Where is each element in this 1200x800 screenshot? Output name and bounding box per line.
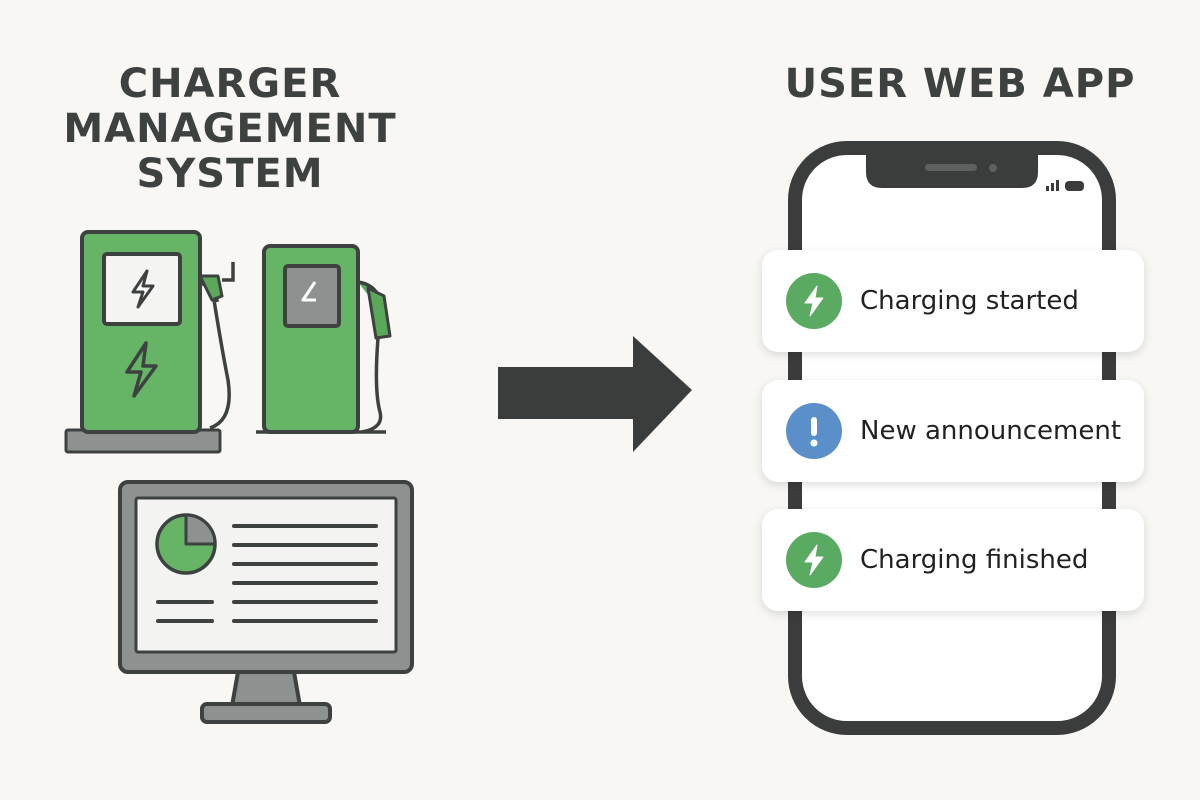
charger-management-system-title: CHARGER MANAGEMENT SYSTEM [30, 62, 430, 196]
notification-label: Charging finished [860, 545, 1089, 575]
lightning-bolt-icon [786, 532, 842, 588]
notification-card-charging-started[interactable]: Charging started [762, 250, 1144, 352]
exclamation-icon [786, 403, 842, 459]
title-line-3: SYSTEM [136, 150, 324, 197]
title-line-2: MANAGEMENT [63, 105, 397, 152]
notification-card-charging-finished[interactable]: Charging finished [762, 509, 1144, 611]
dashboard-monitor-icon [118, 480, 414, 724]
title-line-1: CHARGER [118, 61, 342, 107]
notification-label: New announcement [860, 416, 1122, 446]
user-web-app-title: USER WEB APP [784, 61, 1136, 107]
lightning-bolt-icon [786, 273, 842, 329]
ev-charger-large-icon [64, 230, 235, 454]
ev-charger-small-icon [256, 244, 392, 434]
notification-card-new-announcement[interactable]: New announcement [762, 380, 1144, 482]
notification-label: Charging started [860, 286, 1079, 316]
arrow-right-icon [498, 336, 692, 452]
